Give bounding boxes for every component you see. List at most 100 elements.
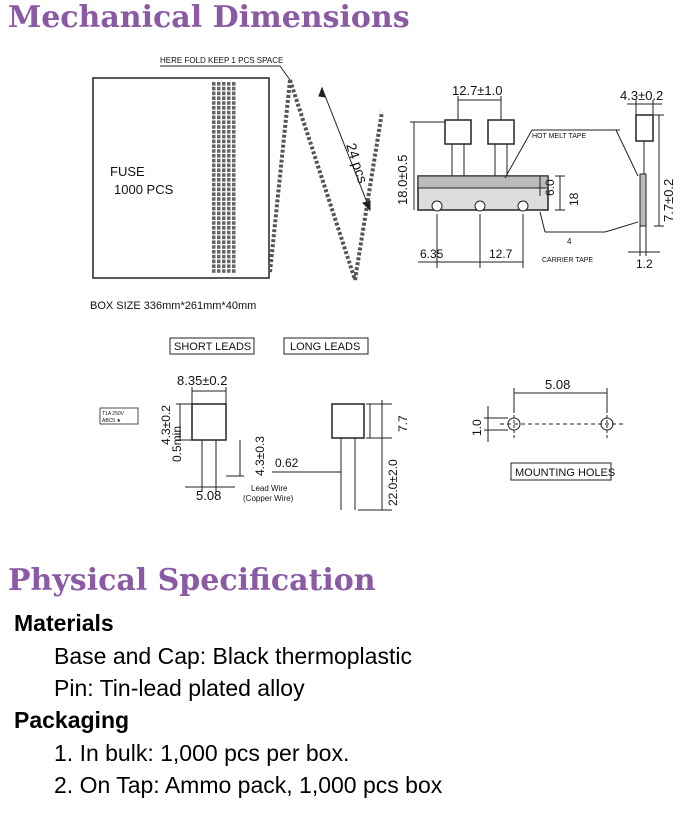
taped-fuse-mark: [227, 158, 231, 163]
taped-fuse-mark: [227, 178, 231, 182]
taped-fuse-mark: [232, 115, 236, 120]
taped-fuse-mark: [227, 259, 231, 264]
taped-fuse-mark: [227, 82, 231, 86]
long-lead-fuse: [272, 400, 392, 511]
taped-fuse-mark: [212, 163, 216, 168]
taped-fuse-mark: [217, 178, 221, 182]
taped-fuse-mark: [212, 139, 216, 144]
taped-fuse-mark: [227, 240, 231, 244]
taped-fuse-mark: [232, 82, 236, 86]
taped-fuse-mark: [227, 192, 231, 196]
taped-fuse-mark: [222, 158, 226, 163]
lead-wire-label: Lead Wire: [251, 484, 288, 493]
taped-fuse-mark: [227, 106, 231, 110]
taped-fuse-mark: [222, 168, 226, 172]
taped-fuse-mark: [222, 182, 226, 187]
taped-fuse-mark: [227, 125, 231, 129]
taped-fuse-mark: [222, 178, 226, 182]
taped-fuse-mark: [212, 259, 216, 264]
side-width: 4.3±0.2: [620, 88, 663, 103]
packaging-item: 1. In bulk: 1,000 pcs per box.: [54, 740, 350, 766]
taped-fuse-mark: [227, 163, 231, 168]
taped-fuse-mark: [227, 202, 231, 206]
taped-fuse-mark: [217, 101, 221, 105]
taped-fuse-mark: [222, 230, 226, 235]
taped-fuse-mark: [232, 144, 236, 148]
taped-fuse-mark: [222, 139, 226, 144]
taped-fuse-mark: [232, 130, 236, 134]
taped-fuse-mark: [212, 158, 216, 163]
taped-fuse-mark: [217, 230, 221, 235]
taped-fuse-mark: [217, 163, 221, 168]
taped-fuse-mark: [227, 254, 231, 259]
taped-fuse-mark: [227, 144, 231, 148]
taped-fuse-mark: [212, 235, 216, 240]
taped-fuse-mark: [212, 130, 216, 134]
mounting-holes-diagram: [484, 388, 625, 481]
taped-fuse-mark: [227, 115, 231, 120]
taped-fuse-mark: [232, 235, 236, 240]
marking-line2: ABC5 ★: [102, 418, 121, 424]
taped-fuse-mark: [212, 269, 216, 273]
taped-fuse-mark: [212, 192, 216, 196]
taped-fuse-mark: [222, 101, 226, 105]
marking-line1: T1A 250V: [102, 411, 125, 417]
taped-fuse-mark: [222, 163, 226, 168]
taped-fuse-mark: [232, 168, 236, 172]
taped-fuse-mark: [212, 211, 216, 216]
taped-fuse-mark: [227, 269, 231, 273]
taped-fuse-mark: [212, 120, 216, 124]
taped-fuse-mark: [227, 197, 231, 201]
taped-fuse-mark: [222, 254, 226, 259]
taped-fuse-mark: [227, 182, 231, 187]
taped-fuse-mark: [217, 96, 221, 100]
taped-fuse-mark: [227, 216, 231, 220]
taped-fuse-mark: [212, 110, 216, 115]
taped-fuse-mark: [222, 130, 226, 134]
taped-fuse-mark: [222, 154, 226, 158]
taped-fuse-mark: [212, 182, 216, 187]
taped-fuse-mark: [212, 187, 216, 192]
taped-fuse-mark: [222, 173, 226, 177]
taped-fuse-mark: [232, 221, 236, 225]
taped-fuse-mark: [212, 202, 216, 206]
taped-fuse-mark: [227, 264, 231, 268]
taped-fuse-mark: [212, 106, 216, 110]
taped-fuse-mark: [227, 91, 231, 96]
long-body-height: 7.7: [396, 415, 410, 432]
taped-fuse-mark: [217, 211, 221, 216]
taped-fuse-mark: [222, 197, 226, 201]
taped-fuse-mark: [222, 187, 226, 192]
taped-fuse-mark: [227, 226, 231, 230]
taped-fuse-mark: [217, 192, 221, 196]
taped-fuse-mark: [227, 221, 231, 225]
count-label: 24 pcs: [343, 141, 371, 185]
taped-fuse-mark: [217, 254, 221, 259]
side-thickness: 1.2: [636, 257, 653, 271]
taped-fuse-mark: [222, 264, 226, 268]
taped-fuse-mark: [217, 158, 221, 163]
taped-fuse-mark: [222, 211, 226, 216]
taped-fuse-mark: [222, 216, 226, 220]
taped-fuse-mark: [217, 269, 221, 273]
taped-fuse-mark: [217, 221, 221, 225]
hole-pitch: 5.08: [545, 377, 570, 392]
taped-fuse-mark: [232, 86, 236, 91]
taped-fuse-mark: [217, 115, 221, 120]
body-width: 8.35±0.2: [177, 373, 228, 388]
tape-front-view: [410, 96, 620, 268]
taped-fuse-mark: [227, 86, 231, 91]
taped-fuse-stack: [212, 82, 236, 273]
mechanical-drawing: FUSE 1000 PCS HERE FOLD KEEP 1 PCS SPACE…: [90, 56, 676, 511]
taped-fuse-mark: [227, 173, 231, 177]
taped-fuse-mark: [222, 245, 226, 249]
taped-fuse-mark: [217, 168, 221, 172]
taped-fuse-mark: [212, 154, 216, 158]
taped-fuse-mark: [232, 101, 236, 105]
taped-fuse-mark: [212, 250, 216, 254]
taped-fuse-mark: [232, 264, 236, 268]
taped-fuse-mark: [232, 254, 236, 259]
taped-fuse-mark: [212, 86, 216, 91]
taped-fuse-mark: [222, 202, 226, 206]
